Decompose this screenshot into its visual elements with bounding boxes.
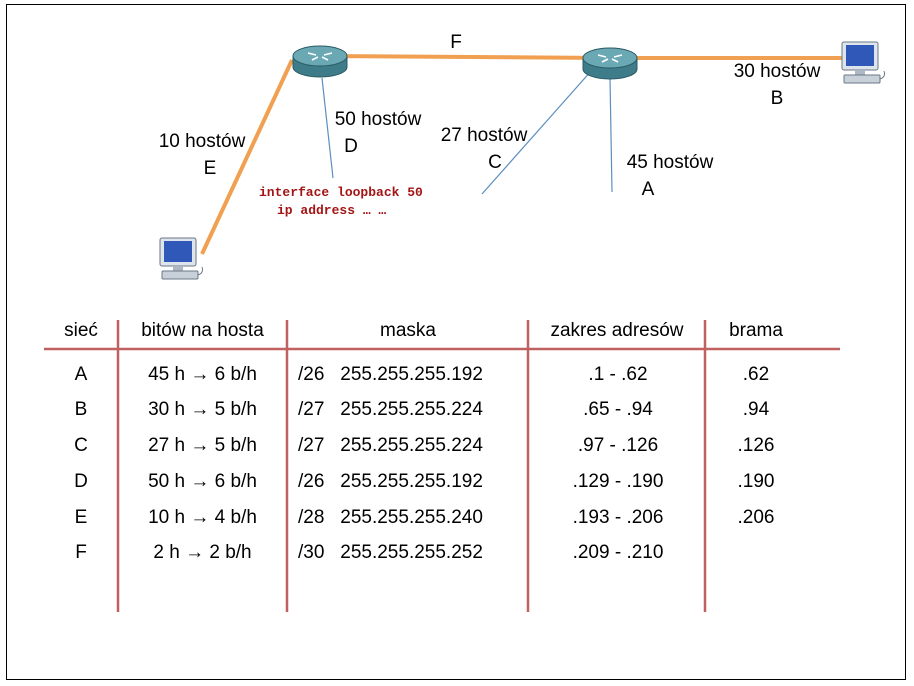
- net-b-hosts-label: 30 hostów: [733, 61, 821, 82]
- cell-prefix: /26: [298, 471, 325, 492]
- table-header-brama: brama: [729, 320, 783, 341]
- net-a-name-label: A: [641, 179, 655, 200]
- cell-mask-value: 255.255.255.192: [340, 471, 483, 492]
- cell-bity: 45 h → 6 b/h: [148, 364, 257, 385]
- cell-mask-value: 255.255.255.192: [340, 364, 483, 385]
- cell-bity: 50 h → 6 b/h: [148, 471, 257, 492]
- net-d-hosts-label: 50 hostów: [334, 109, 422, 130]
- cell-siec: C: [74, 435, 88, 456]
- stub-a: [609, 77, 613, 193]
- cell-bity: 27 h → 5 b/h: [148, 435, 257, 456]
- slide-frame: [6, 4, 906, 680]
- computer-icon[interactable]: [159, 237, 203, 280]
- table-header-maska: maska: [380, 320, 436, 341]
- link-e: [200, 59, 294, 255]
- cell-siec: F: [75, 542, 87, 563]
- cell-maska: /27 255.255.255.224: [298, 399, 528, 421]
- cell-siec: B: [74, 399, 88, 420]
- cell-brama: .126: [737, 435, 775, 456]
- cell-siec: D: [74, 471, 88, 492]
- router-icon[interactable]: [292, 45, 348, 78]
- cell-mask-value: 255.255.255.224: [340, 435, 483, 456]
- stub-c: [481, 69, 593, 195]
- table-row: D 50 h → 6 b/h /26 255.255.255.192 .129 …: [0, 471, 914, 497]
- cell-zakres: .1 - .62: [588, 364, 648, 385]
- net-a-hosts-label: 45 hostów: [626, 152, 714, 173]
- loopback-config-line: interface loopback 50: [259, 185, 423, 200]
- table-row: F 2 h → 2 b/h /30 255.255.255.252 .209 -…: [0, 542, 914, 568]
- cell-bity: 30 h → 5 b/h: [148, 399, 257, 420]
- net-d-name-label: D: [344, 136, 358, 157]
- net-c-name-label: C: [488, 152, 502, 173]
- link-f: [319, 54, 611, 60]
- cell-zakres: .65 - .94: [583, 399, 653, 420]
- net-c-hosts-label: 27 hostów: [440, 125, 528, 146]
- cell-brama: .94: [742, 399, 770, 420]
- cell-maska: /30 255.255.255.252: [298, 542, 528, 564]
- table-row: B 30 h → 5 b/h /27 255.255.255.224 .65 -…: [0, 399, 914, 425]
- cell-brama: .206: [737, 507, 775, 528]
- cell-zakres: .129 - .190: [572, 471, 664, 492]
- table-row: E 10 h → 4 b/h /28 255.255.255.240 .193 …: [0, 507, 914, 533]
- cell-prefix: /28: [298, 507, 325, 528]
- cell-bity: 2 h → 2 b/h: [153, 542, 252, 563]
- cell-prefix: /27: [298, 399, 325, 420]
- loopback-config-line: ip address … …: [277, 203, 387, 218]
- cell-brama: .190: [737, 471, 775, 492]
- table-header-siec: sieć: [64, 320, 98, 341]
- table-row: C 27 h → 5 b/h /27 255.255.255.224 .97 -…: [0, 435, 914, 461]
- cell-siec: E: [74, 507, 88, 528]
- cell-maska: /26 255.255.255.192: [298, 471, 528, 493]
- cell-bity: 10 h → 4 b/h: [148, 507, 257, 528]
- cell-brama: .62: [742, 364, 770, 385]
- cell-siec: A: [74, 364, 88, 385]
- cell-prefix: /27: [298, 435, 325, 456]
- net-e-name-label: E: [203, 158, 217, 179]
- cell-zakres: .209 - .210: [572, 542, 664, 563]
- cell-maska: /27 255.255.255.224: [298, 435, 528, 457]
- link-f-label: F: [450, 32, 462, 53]
- net-b-name-label: B: [770, 88, 784, 109]
- cell-mask-value: 255.255.255.224: [340, 399, 483, 420]
- table-header-zakres: zakres adresów: [550, 320, 684, 341]
- table-header-bity: bitów na hosta: [141, 320, 264, 341]
- cell-zakres: .97 - .126: [577, 435, 659, 456]
- cell-maska: /26 255.255.255.192: [298, 364, 528, 386]
- stub-d: [321, 77, 334, 179]
- cell-zakres: .193 - .206: [572, 507, 664, 528]
- router-icon[interactable]: [582, 47, 638, 80]
- table-row: A 45 h → 6 b/h /26 255.255.255.192 .1 - …: [0, 364, 914, 390]
- cell-mask-value: 255.255.255.240: [340, 507, 483, 528]
- computer-icon[interactable]: [841, 41, 885, 84]
- net-e-hosts-label: 10 hostów: [158, 131, 246, 152]
- cell-prefix: /30: [298, 542, 325, 563]
- cell-mask-value: 255.255.255.252: [340, 542, 483, 563]
- cell-maska: /28 255.255.255.240: [298, 507, 528, 529]
- cell-prefix: /26: [298, 364, 325, 385]
